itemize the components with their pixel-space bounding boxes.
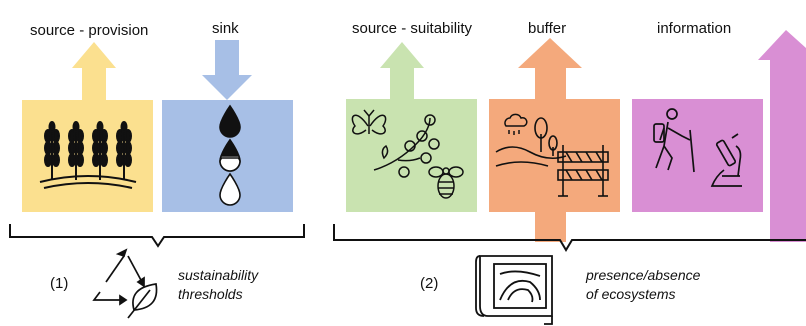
bee-icon (428, 166, 464, 199)
sink-down-arrow (202, 40, 252, 100)
information-panel (632, 30, 806, 242)
provision-box (22, 100, 153, 212)
information-box (632, 99, 763, 212)
recycle-icon (92, 248, 145, 306)
leaf-icon (127, 283, 158, 319)
suitability-panel (346, 42, 477, 212)
label-source-suitability: source - suitability (352, 20, 473, 37)
label-sink: sink (212, 20, 239, 37)
landscape-hill (495, 146, 567, 160)
barrier-icon (557, 145, 609, 197)
label-source-provision: source - provision (30, 22, 149, 39)
group-1-number: (1) (50, 275, 69, 292)
sink-panel (162, 40, 293, 212)
group-1-caption: sustainability thresholds (178, 266, 258, 304)
landscape-ground (495, 161, 549, 167)
provision-panel (22, 42, 153, 212)
group-1-bracket (9, 224, 305, 248)
suitability-box (346, 99, 477, 212)
map-scroll-icon (475, 255, 553, 325)
group-2-caption: presence/absence of ecosystems (586, 266, 700, 304)
buffer-box (489, 99, 620, 212)
label-information: information (657, 20, 732, 37)
group-1-caption-line2: thresholds (178, 286, 243, 302)
buffer-panel (489, 38, 620, 242)
suitability-up-arrow (380, 42, 424, 100)
group-2-bracket (333, 224, 806, 252)
butterfly-icon (351, 109, 387, 135)
wheat-icon (39, 121, 137, 189)
information-up-arrow (758, 30, 806, 242)
microscope-icon (710, 133, 742, 187)
group-2-caption-line1: presence/absence (586, 267, 701, 283)
provision-up-arrow (72, 42, 116, 100)
water-drop-icon (219, 104, 241, 206)
flower-branch-icon (373, 114, 440, 178)
group-1-caption-line1: sustainability (178, 267, 259, 283)
tree-icon (534, 117, 558, 156)
rain-cloud-icon (504, 113, 528, 135)
label-buffer: buffer (528, 20, 567, 37)
group-2-caption-line2: of ecosystems (586, 286, 676, 302)
group-2-number: (2) (420, 275, 439, 292)
hiker-icon (653, 108, 695, 173)
